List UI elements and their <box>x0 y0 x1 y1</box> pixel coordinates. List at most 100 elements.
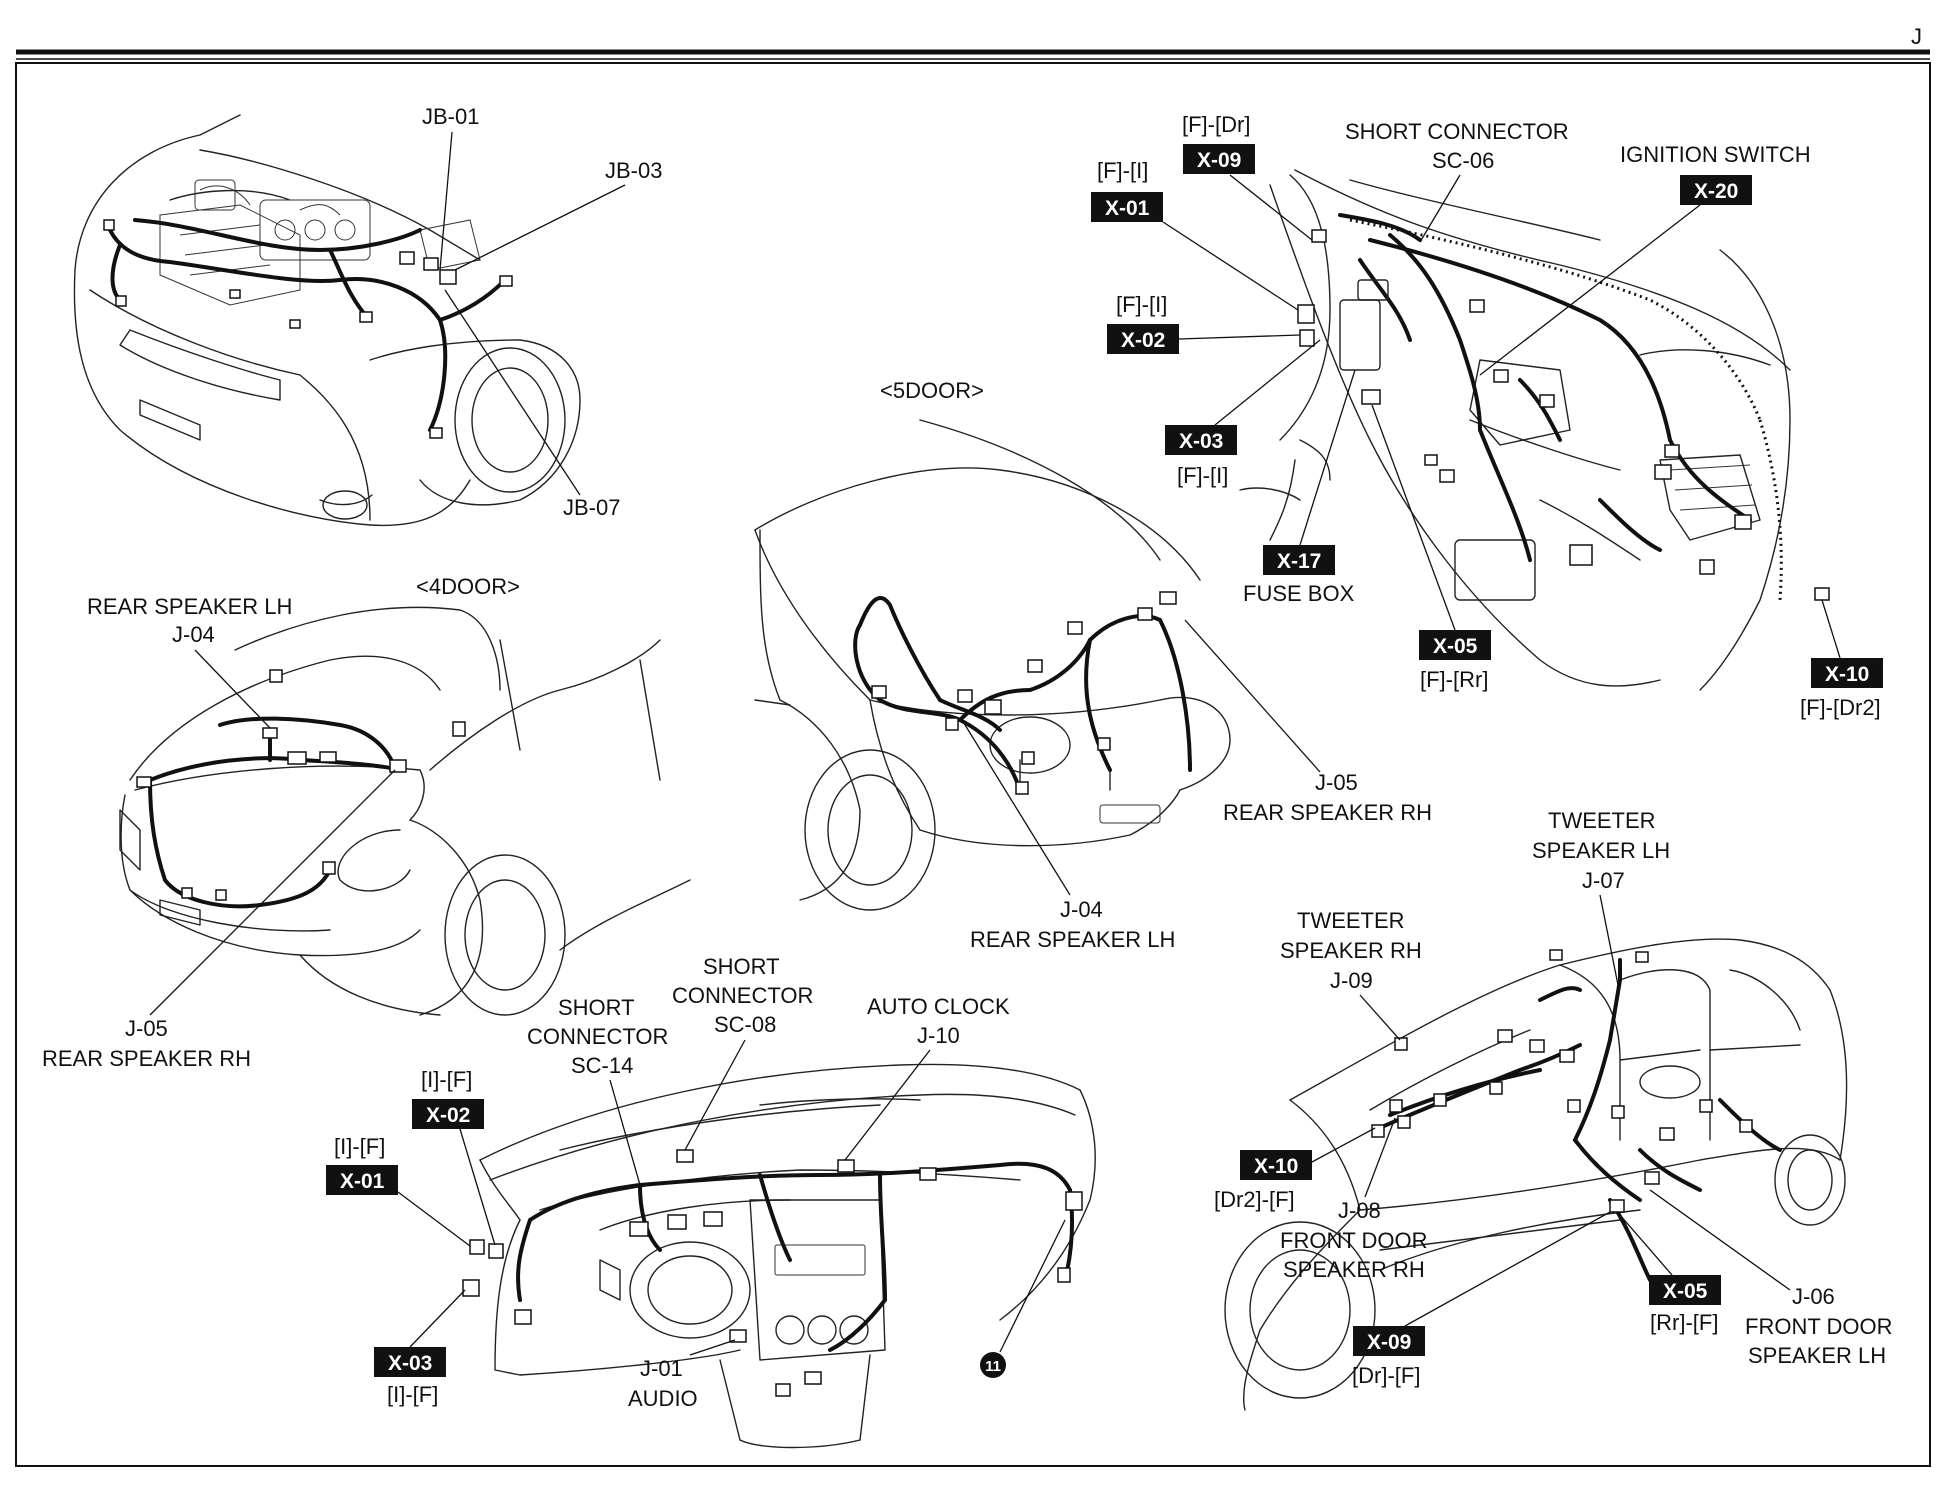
rear-rh-4d-name: REAR SPEAKER RH <box>42 1046 251 1071</box>
front-door-speaker-lh-callout: J-06 FRONT DOOR SPEAKER LH <box>1649 1189 1892 1368</box>
front-lh-code: J-06 <box>1792 1284 1835 1309</box>
engine-bay-illustration <box>73 114 581 527</box>
rear-lh-5d-code: J-04 <box>1060 897 1103 922</box>
tweeter-speaker-rh-callout: TWEETER SPEAKER RH J-09 <box>1280 908 1422 1041</box>
sc06-code: SC-06 <box>1432 148 1494 173</box>
rear-lh-5d-name: REAR SPEAKER LH <box>970 927 1175 952</box>
x03-dash-callout: X-03 [I]-[F] <box>374 1289 466 1407</box>
x03-dash-badge: X-03 <box>388 1352 432 1375</box>
x02-dash-badge: X-02 <box>426 1104 470 1127</box>
auto-clock-name: AUTO CLOCK <box>867 994 1010 1019</box>
rear-speaker-rh-5door-callout: J-05 REAR SPEAKER RH <box>1184 619 1432 825</box>
front-rh-line2: FRONT DOOR <box>1280 1228 1427 1253</box>
rear-rh-4d-code: J-05 <box>125 1016 168 1041</box>
rear-lh-4d-name: REAR SPEAKER LH <box>87 594 292 619</box>
jb03-label: JB-03 <box>605 158 662 183</box>
tweeter-rh-line1: TWEETER <box>1297 908 1405 933</box>
jb-07-callout: JB-07 <box>444 289 620 520</box>
audio-callout: J-01 AUDIO <box>628 1339 736 1411</box>
tweeter-lh-line2: SPEAKER LH <box>1532 838 1670 863</box>
x10-body-callout: X-10 [Dr2]-[F] <box>1214 1127 1376 1212</box>
view-5door: <5DOOR> <box>880 378 984 403</box>
front-lh-line3: SPEAKER LH <box>1748 1343 1886 1368</box>
x05-body-callout: X-05 [Rr]-[F] <box>1619 1214 1721 1335</box>
sc08-code: SC-08 <box>714 1012 776 1037</box>
sc08-line1: SHORT <box>703 954 780 979</box>
x17-top-badge: X-17 <box>1277 550 1321 573</box>
front-lh-line2: FRONT DOOR <box>1745 1314 1892 1339</box>
view-4door: <4DOOR> <box>416 574 520 599</box>
x09-body-conn: [Dr]-[F] <box>1352 1363 1420 1388</box>
front-door-speaker-rh-callout: J-08 FRONT DOOR SPEAKER RH <box>1280 1117 1427 1282</box>
x05-top-conn: [F]-[Rr] <box>1420 667 1488 692</box>
x09-top-callout: [F]-[Dr] X-09 <box>1182 112 1313 241</box>
x01-dash-badge: X-01 <box>340 1170 385 1193</box>
tweeter-speaker-lh-callout: TWEETER SPEAKER LH J-07 <box>1532 808 1670 986</box>
jb-01-callout: JB-01 <box>422 104 479 271</box>
tweeter-rh-line2: SPEAKER RH <box>1280 938 1422 963</box>
rear-speaker-lh-4door-callout: REAR SPEAKER LH J-04 <box>87 594 292 729</box>
x01-top-conn: [F]-[I] <box>1097 158 1148 183</box>
x10-body-badge: X-10 <box>1254 1155 1298 1178</box>
front-rh-line3: SPEAKER RH <box>1283 1257 1425 1282</box>
tweeter-lh-code: J-07 <box>1582 868 1625 893</box>
sc06-name: SHORT CONNECTOR <box>1345 119 1569 144</box>
x09-top-conn: [F]-[Dr] <box>1182 112 1250 137</box>
rear-speaker-rh-4door-callout: J-05 REAR SPEAKER RH <box>42 769 396 1071</box>
sedan-side-illustration <box>1224 938 1848 1411</box>
jb07-label: JB-07 <box>563 495 620 520</box>
sc14-line1: SHORT <box>558 995 635 1020</box>
jb01-label: JB-01 <box>422 104 479 129</box>
ignition-switch-name: IGNITION SWITCH <box>1620 142 1811 167</box>
x09-body-callout: X-09 [Dr]-[F] <box>1352 1211 1611 1388</box>
x05-top-badge: X-05 <box>1433 635 1478 658</box>
audio-name: AUDIO <box>628 1386 698 1411</box>
short-connector-sc06-callout: SHORT CONNECTOR SC-06 <box>1345 119 1569 243</box>
x01-dash-callout: [I]-[F] X-01 <box>326 1134 471 1247</box>
ignition-switch-callout: IGNITION SWITCH X-20 <box>1479 142 1811 376</box>
sc14-code: SC-14 <box>571 1053 633 1078</box>
x02-top-badge: X-02 <box>1121 329 1165 352</box>
x05-body-conn: [Rr]-[F] <box>1650 1310 1718 1335</box>
x03-dash-conn: [I]-[F] <box>387 1382 438 1407</box>
short-connector-sc08-callout: SHORT CONNECTOR SC-08 <box>672 954 813 1151</box>
x01-dash-conn: [I]-[F] <box>334 1134 385 1159</box>
4door-rear-illustration <box>119 606 691 1016</box>
x09-body-badge: X-09 <box>1367 1331 1411 1354</box>
x10-top-conn: [F]-[Dr2] <box>1800 695 1881 720</box>
fuse-box-callout: X-17 FUSE BOX <box>1243 369 1356 606</box>
interior-floor-illustration <box>1239 169 1830 691</box>
x03-top-badge: X-03 <box>1179 430 1223 453</box>
section-letter: J <box>1911 24 1922 49</box>
sc08-line2: CONNECTOR <box>672 983 813 1008</box>
x09-top-badge: X-09 <box>1197 149 1241 172</box>
auto-clock-callout: AUTO CLOCK J-10 <box>844 994 1010 1161</box>
x02-dash-conn: [I]-[F] <box>421 1067 472 1092</box>
fuse-box-name: FUSE BOX <box>1243 581 1355 606</box>
x03-top-callout: X-03 [F]-[I] <box>1165 339 1321 488</box>
x05-body-badge: X-05 <box>1663 1280 1708 1303</box>
x05-top-callout: X-05 [F]-[Rr] <box>1371 404 1491 692</box>
x01-top-callout: [F]-[I] X-01 <box>1091 158 1299 311</box>
auto-clock-code: J-10 <box>917 1023 960 1048</box>
5door-rear-illustration <box>754 419 1231 911</box>
ground-11-label: 11 <box>985 1358 1001 1375</box>
rear-rh-5d-code: J-05 <box>1315 770 1358 795</box>
x02-dash-callout: [I]-[F] X-02 <box>412 1067 496 1246</box>
tweeter-lh-line1: TWEETER <box>1548 808 1656 833</box>
short-connector-sc14-callout: SHORT CONNECTOR SC-14 <box>527 995 668 1186</box>
rear-speaker-lh-5door-callout: J-04 REAR SPEAKER LH <box>961 719 1175 952</box>
audio-code: J-01 <box>640 1356 683 1381</box>
x02-top-callout: [F]-[I] X-02 <box>1107 292 1301 354</box>
diagram-frame <box>15 62 1931 1467</box>
x20-top-badge: X-20 <box>1694 180 1738 203</box>
jb-03-callout: JB-03 <box>454 158 662 271</box>
x10-top-badge: X-10 <box>1825 663 1869 686</box>
x10-body-conn: [Dr2]-[F] <box>1214 1187 1295 1212</box>
x10-top-callout: X-10 [F]-[Dr2] <box>1800 599 1883 720</box>
x03-top-conn: [F]-[I] <box>1177 463 1228 488</box>
rear-lh-4d-code: J-04 <box>172 622 215 647</box>
dashboard-illustration <box>462 1063 1096 1449</box>
rear-rh-5d-name: REAR SPEAKER RH <box>1223 800 1432 825</box>
